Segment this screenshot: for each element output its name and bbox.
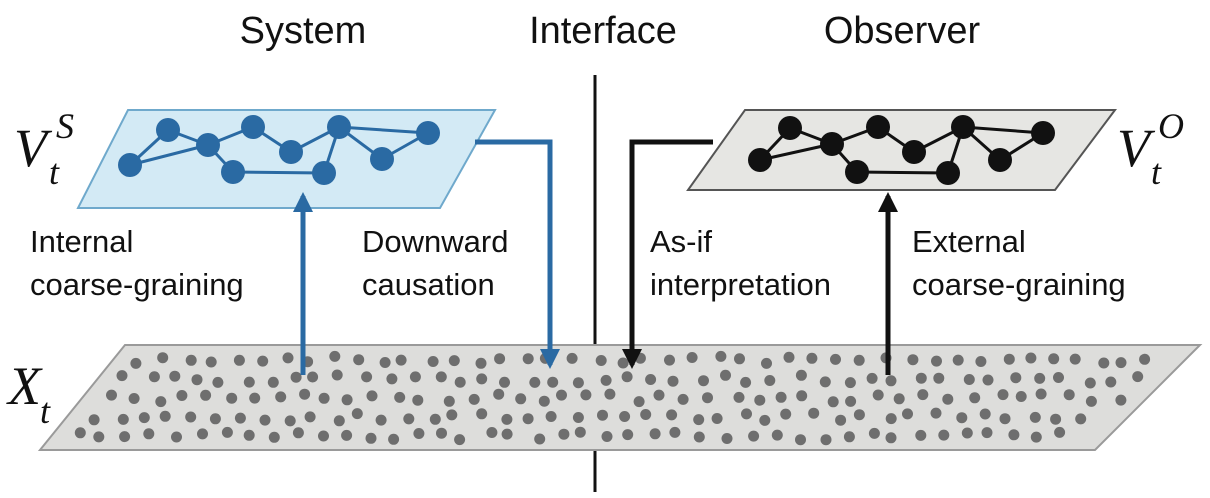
label-internal-line2: coarse-graining bbox=[30, 267, 244, 302]
micro-plane bbox=[37, 344, 1203, 451]
downward-causation-arrow bbox=[475, 139, 560, 369]
svg-text:S: S bbox=[56, 106, 74, 146]
label-external-line2: coarse-graining bbox=[912, 267, 1126, 302]
heading-system: System bbox=[240, 10, 367, 52]
heading-observer: Observer bbox=[824, 10, 981, 52]
symbol-observer-macro: V t O bbox=[1117, 106, 1184, 192]
observer-macro-plane bbox=[686, 109, 1117, 191]
svg-text:V: V bbox=[14, 118, 53, 178]
label-external-line1: External bbox=[912, 224, 1026, 259]
symbol-micro-state: X t bbox=[6, 356, 51, 431]
label-asif-line1: As-if bbox=[650, 224, 712, 259]
label-asif-line2: interpretation bbox=[650, 267, 831, 302]
as-if-interpretation-arrow bbox=[622, 139, 713, 369]
label-downward-line1: Downward bbox=[362, 224, 508, 259]
observer-network-nodes bbox=[748, 115, 1055, 185]
label-internal-line1: Internal bbox=[30, 224, 133, 259]
heading-interface: Interface bbox=[529, 10, 677, 52]
svg-text:t: t bbox=[49, 152, 60, 192]
system-network-nodes bbox=[118, 115, 440, 185]
svg-text:t: t bbox=[40, 391, 51, 431]
svg-text:t: t bbox=[1151, 152, 1162, 192]
svg-text:O: O bbox=[1158, 106, 1184, 146]
symbol-system-macro: V t S bbox=[14, 106, 74, 192]
svg-text:X: X bbox=[6, 356, 43, 416]
label-downward-line2: causation bbox=[362, 267, 495, 302]
micro-particles bbox=[74, 350, 1151, 446]
svg-text:V: V bbox=[1117, 118, 1156, 178]
